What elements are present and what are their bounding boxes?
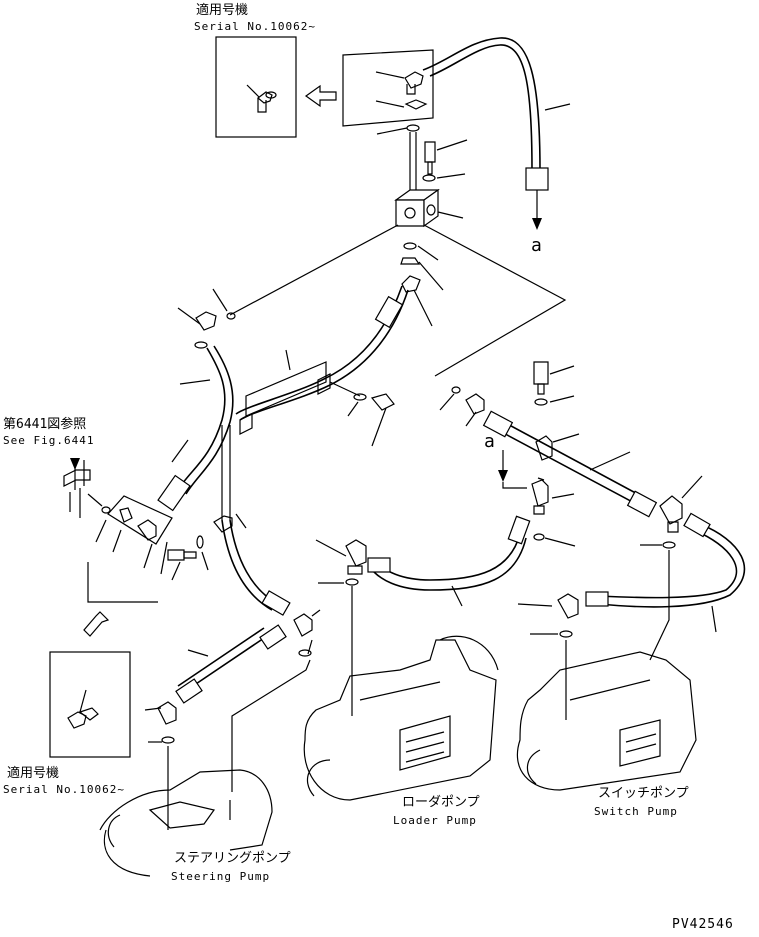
top-serial-label: Serial No.10062~ <box>194 20 316 33</box>
bottom-serial-label: Serial No.10062~ <box>3 783 125 796</box>
loader-pump-jp-label: ローダポンプ <box>402 795 480 810</box>
drawing-number: PV42546 <box>672 917 734 932</box>
callout-plate-top <box>342 49 434 127</box>
steering-pump <box>99 769 273 877</box>
callout-plate-mid <box>245 361 327 417</box>
switch-pump-jp-label: スイッチポンプ <box>598 786 689 801</box>
callout-plate-left <box>107 495 173 545</box>
loader-pump <box>303 635 499 801</box>
fig-ref-en-label: See Fig.6441 <box>3 434 95 447</box>
tee-block <box>394 188 440 228</box>
loader-pump-en-label: Loader Pump <box>393 814 477 827</box>
switch-pump-en-label: Switch Pump <box>594 805 678 818</box>
inset-box-top <box>215 36 297 138</box>
switch-pump <box>516 651 697 791</box>
bottom-applicable-label: 適用号機 <box>7 766 60 781</box>
pipe-ref-a-mid: a <box>484 431 495 452</box>
steering-pump-jp-label: ステアリングポンプ <box>174 851 291 866</box>
steering-pump-en-label: Steering Pump <box>171 870 271 883</box>
pipe-ref-a-top: a <box>531 235 542 256</box>
top-applicable-label: 適用号機 <box>196 3 249 18</box>
fig-ref-jp-label: 第6441図参照 <box>3 417 87 432</box>
inset-pointer-arrow-down <box>83 611 110 637</box>
inset-pointer-arrow <box>304 84 337 108</box>
inset-box-bottom <box>49 651 131 758</box>
